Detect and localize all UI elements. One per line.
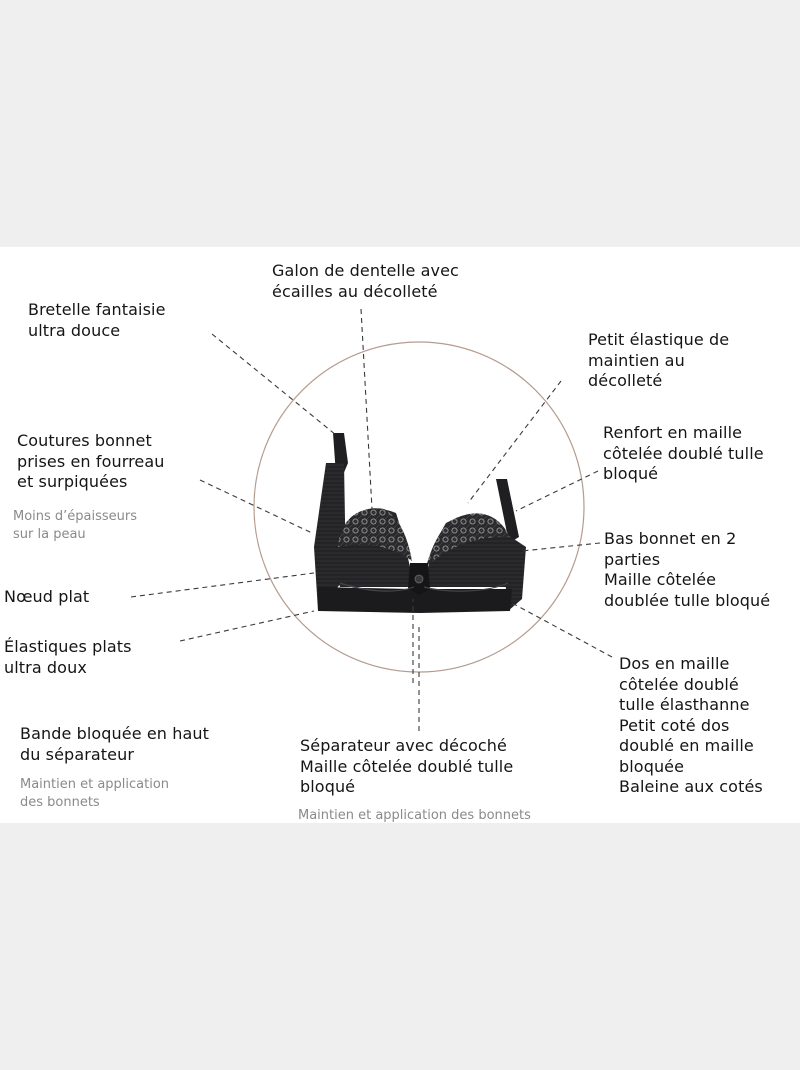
right-strap [496,479,519,543]
leader-noeud [130,572,315,598]
diagram-panel: Galon de dentelle avec écailles au décol… [0,247,800,823]
note-coutures: Moins d’épaisseurs sur la peau [13,509,138,542]
underband [318,587,512,613]
leader-galon [360,308,373,510]
leader-lines [130,308,613,731]
label-elastiques: Élastiques plats ultra doux [4,637,132,677]
leader-bas-bonnet [521,542,601,552]
leader-petit-elastique [467,380,562,504]
label-noeud: Nœud plat [4,587,90,606]
label-coutures: Coutures bonnet prises en fourreau et su… [17,431,165,491]
leader-renfort [515,470,599,512]
label-dos: Dos en maille côtelée doublé tulle élast… [619,654,763,796]
right-cup-lace [426,513,510,567]
diagram-graphic [130,308,613,731]
label-bas-bonnet: Bas bonnet en 2 parties Maille côtelée d… [604,529,771,610]
underwire-seam [339,582,509,592]
leader-bretelle [211,333,337,436]
left-cup-lace [338,508,412,561]
leader-coutures [199,479,313,534]
bra-illustration [314,433,526,613]
label-petit-elastique: Petit élastique de maintien au décolleté [588,330,730,390]
outline-circle [253,341,585,673]
label-galon: Galon de dentelle avec écailles au décol… [272,261,459,301]
leader-elastiques [179,610,315,642]
note-separateur: Maintien et application des bonnets [298,808,531,823]
label-bande: Bande bloquée en haut du séparateur [20,724,209,764]
label-renfort: Renfort en maille côtelée doublé tulle b… [603,423,764,483]
centre-bow [414,574,424,584]
label-bretelle: Bretelle fantaisie ultra douce [28,300,166,340]
note-bande: Maintien et application des bonnets [20,777,170,810]
label-separateur: Séparateur avec décoché Maille côtelée d… [300,736,514,796]
leader-dos [511,602,613,658]
